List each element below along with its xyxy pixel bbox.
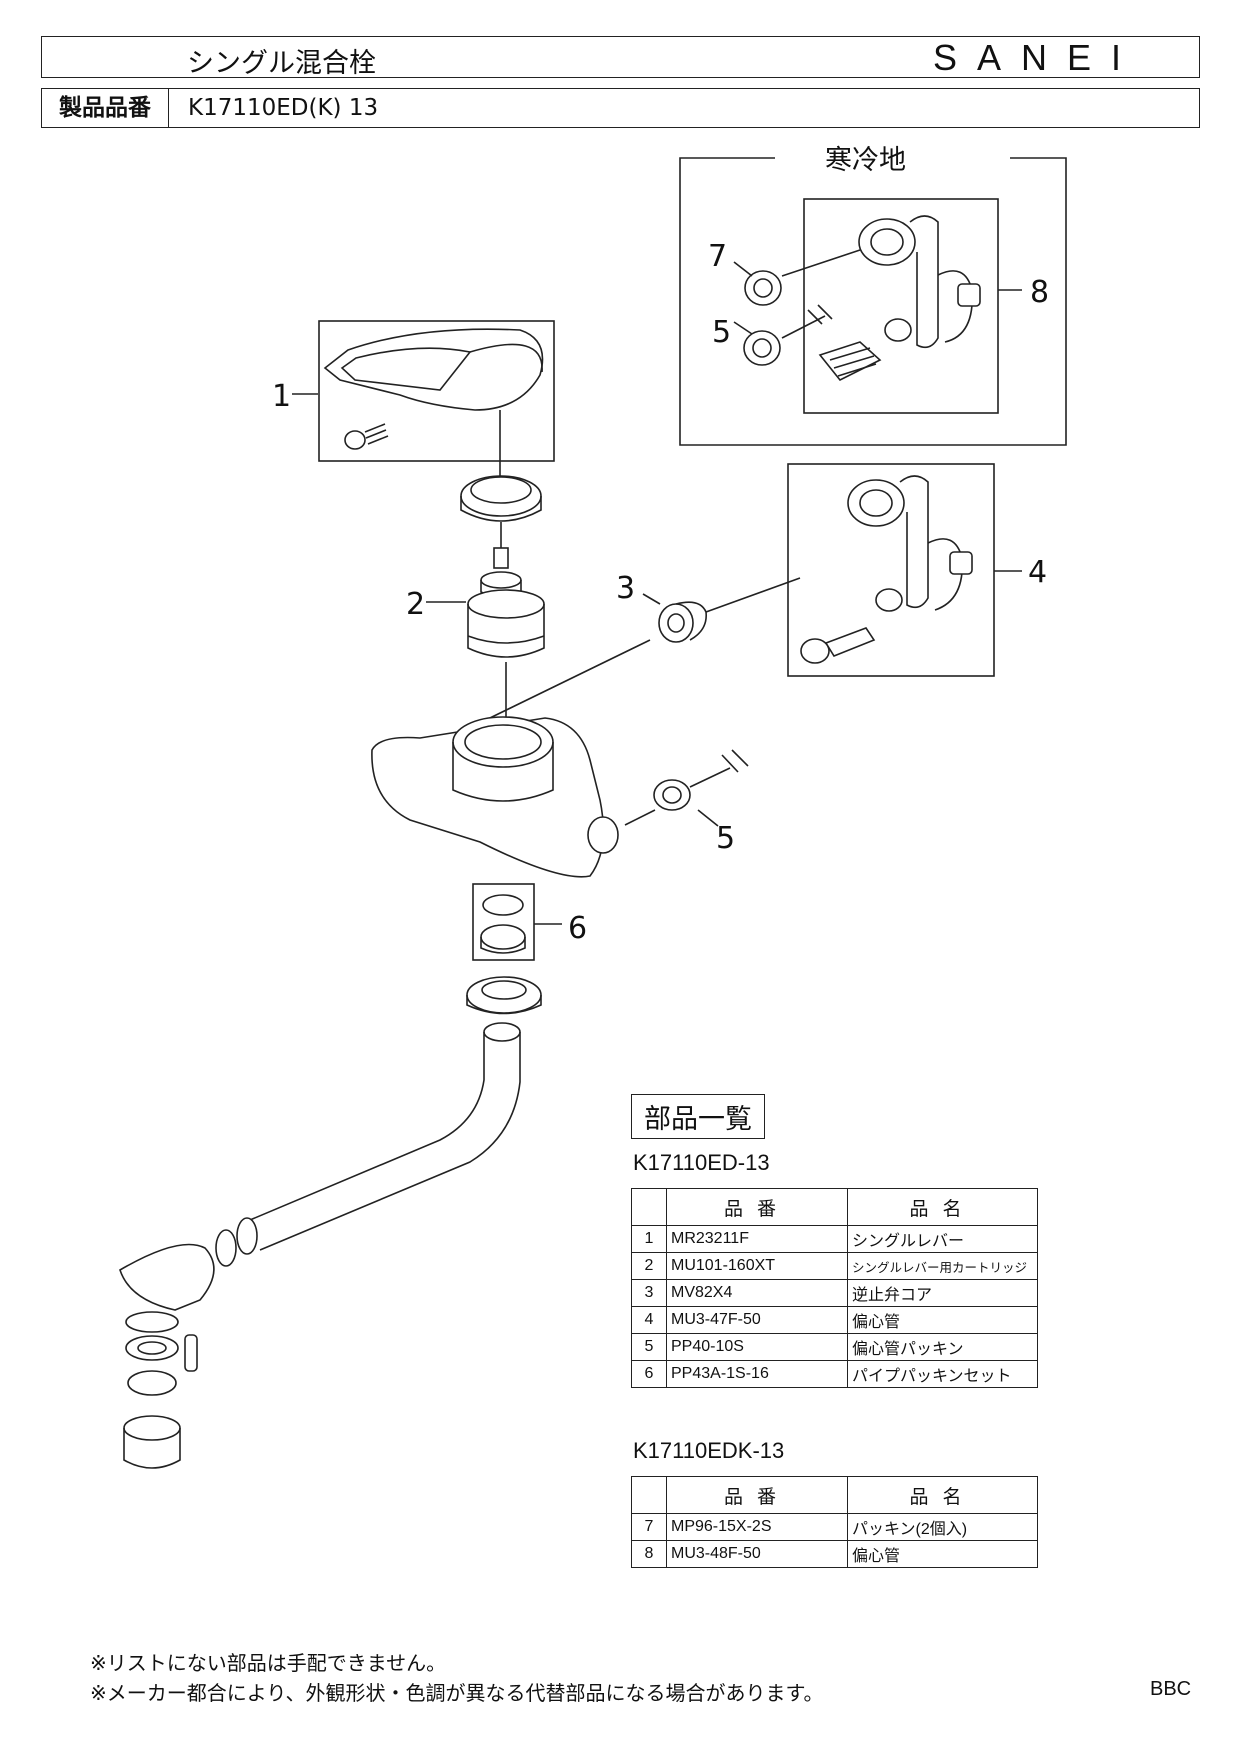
eccentric-pipe-8-drawing [818, 215, 981, 382]
part-number-label: 製品品番 [42, 89, 169, 127]
packing-5-upper-drawing [743, 304, 833, 366]
row-name: 偏心管パッキン [847, 1333, 1038, 1361]
row-no: 8 [631, 1540, 667, 1568]
pipe-packing-set-6-drawing [472, 883, 535, 961]
part-number-bar: 製品品番 K17110ED(K) 13 [41, 88, 1200, 128]
exploded-parts-diagram: 寒冷地 [119, 145, 1067, 1469]
row-name: パッキン(2個入) [847, 1513, 1038, 1541]
table1-model: K17110ED-13 [633, 1150, 770, 1175]
callout-3: 3 [616, 571, 635, 606]
callout-5-upper: 5 [712, 315, 731, 350]
notes: ※リストにない部品は手配できません。 ※メーカー都合により、外観形状・色調が異な… [90, 1648, 824, 1708]
part-number-value: K17110ED(K) 13 [188, 95, 379, 121]
row-name: 偏心管 [847, 1540, 1038, 1568]
header-name: 品名 [847, 1476, 1038, 1514]
row-code: MP96-15X-2S [666, 1513, 848, 1541]
footer-code: BBC [1150, 1678, 1192, 1700]
row-no: 5 [631, 1333, 667, 1361]
callout-7: 7 [708, 239, 727, 274]
callout-4: 4 [1028, 555, 1047, 590]
row-code: PP40-10S [666, 1333, 848, 1361]
callout-1: 1 [272, 379, 291, 414]
part8-frame [803, 198, 999, 414]
note-line: ※リストにない部品は手配できません。 [90, 1651, 447, 1675]
parts-list-title: 部品一覧 [631, 1094, 765, 1139]
row-code: PP43A-1S-16 [666, 1360, 848, 1388]
header-title-bar: シングル混合栓 SANEI [41, 36, 1200, 79]
header-code: 品番 [666, 1188, 848, 1226]
check-valve-3-drawing [658, 577, 801, 643]
callout-5-lower: 5 [716, 821, 735, 856]
cartridge-2-drawing [467, 547, 545, 720]
callout-6: 6 [568, 911, 587, 946]
packing-5-lower-drawing [624, 749, 749, 826]
row-name: パイプパッキンセット [847, 1360, 1038, 1388]
header-no [631, 1476, 667, 1514]
row-no: 2 [631, 1252, 667, 1280]
packing-7-drawing [744, 249, 861, 306]
callout-8: 8 [1030, 275, 1049, 310]
cold-region-label: 寒冷地 [825, 145, 906, 176]
note-line: ※メーカー都合により、外観形状・色調が異なる代替部品になる場合があります。 [90, 1681, 824, 1705]
row-no: 3 [631, 1279, 667, 1307]
header-name: 品名 [847, 1188, 1038, 1226]
eccentric-pipe-4-drawing [787, 463, 995, 677]
table-header-row: 品番 品名 [631, 1476, 1038, 1514]
table-header-row: 品番 品名 [631, 1188, 1038, 1226]
row-name: シングルレバー用カートリッジ [847, 1252, 1038, 1280]
row-name: 偏心管 [847, 1306, 1038, 1334]
row-name: シングルレバー [847, 1225, 1038, 1253]
header-code: 品番 [666, 1476, 848, 1514]
nut-drawing [466, 976, 542, 1015]
spout-pipe-drawing [119, 1022, 521, 1469]
row-code: MU3-48F-50 [666, 1540, 848, 1568]
lever-1-drawing [318, 320, 555, 478]
product-title: シングル混合栓 [187, 48, 376, 79]
table2-model: K17110EDK-13 [633, 1438, 785, 1463]
row-code: MR23211F [666, 1225, 848, 1253]
cap-ring-drawing [460, 475, 542, 548]
row-no: 1 [631, 1225, 667, 1253]
callout-2: 2 [406, 587, 425, 622]
row-name: 逆止弁コア [847, 1279, 1038, 1307]
leader-lines [292, 261, 1022, 925]
row-code: MU101-160XT [666, 1252, 848, 1280]
row-code: MV82X4 [666, 1279, 848, 1307]
faucet-body-drawing [371, 639, 651, 878]
brand-logo: SANEI [932, 37, 1141, 78]
row-no: 4 [631, 1306, 667, 1334]
cold-region-box: 寒冷地 [679, 145, 1067, 446]
row-code: MU3-47F-50 [666, 1306, 848, 1334]
header-no [631, 1188, 667, 1226]
row-no: 7 [631, 1513, 667, 1541]
row-no: 6 [631, 1360, 667, 1388]
